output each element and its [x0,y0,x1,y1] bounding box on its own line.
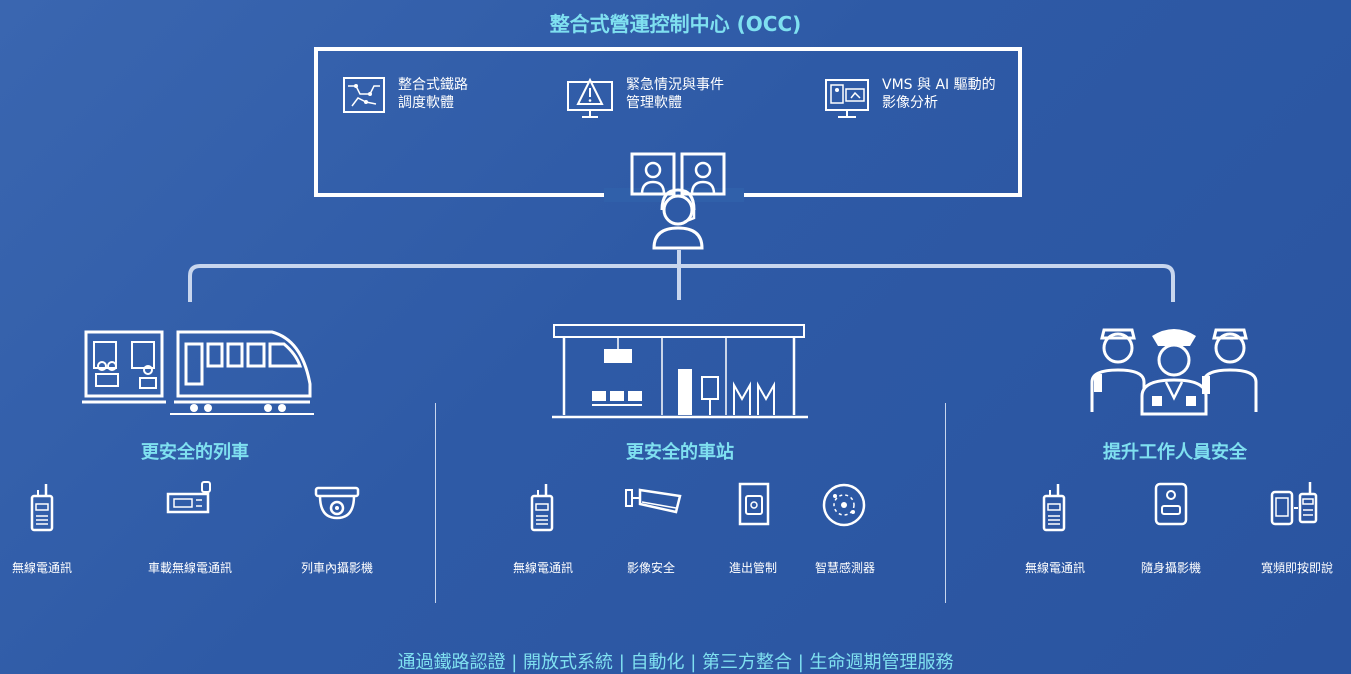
section-divider [435,403,436,603]
device-label: 列車內攝影機 [300,561,373,575]
device-label: 智慧感測器 [814,561,875,575]
device-label: 無線電通訊 [11,561,72,575]
occ-item-label-line1: 緊急情況與事件 [626,77,724,93]
device-label: 無線電通訊 [1024,561,1085,575]
bullet-camera-icon [625,488,682,514]
occ-item-emergency: 緊急情況與事件管理軟體 [566,76,724,120]
footer-feature-list: 通過鐵路認證 | 開放式系統 | 自動化 | 第三方整合 | 生命週期管理服務 [397,652,954,673]
access-control-icon [738,482,770,526]
emergency-alert-monitor-icon [567,77,613,118]
two-way-radio-icon [1042,484,1066,532]
device-label: 隨身攝影機 [1140,561,1201,575]
device-label: 影像安全 [626,561,675,575]
section-heading-staff: 提升工作人員安全 [1103,442,1247,463]
rail-dispatch-map-icon [343,77,385,113]
device-label: 進出管制 [728,561,777,575]
section-heading-stations: 更安全的車站 [626,442,734,463]
occ-item-rail-dispatch: 整合式鐵路調度軟體 [342,76,468,118]
occ-item-label-line1: 整合式鐵路 [398,77,468,93]
occ-item-label-line1: VMS 與 AI 驅動的 [882,77,996,93]
train-illustration [82,330,314,415]
section-divider [945,403,946,603]
body-camera-icon [1154,482,1188,526]
device-label: 無線電通訊 [512,561,573,575]
occ-item-label-line2: 管理軟體 [626,95,682,111]
page-title: 整合式營運控制中心 (OCC) [549,12,802,36]
mobile-radio-icon [166,481,211,514]
station-illustration [552,324,808,419]
two-way-radio-icon [30,484,54,532]
section-heading-trains: 更安全的列車 [141,442,249,463]
dome-camera-icon [314,486,360,520]
device-label: 寬頻即按即說 [1260,561,1333,575]
smart-sensor-icon [822,483,866,527]
broadband-ptt-icon [1270,482,1318,526]
device-label: 車載無線電通訊 [147,561,232,575]
operator-headset-icon [630,152,726,250]
occ-item-label-line2: 影像分析 [882,95,938,111]
occ-item-label-line2: 調度軟體 [398,95,454,111]
video-analytics-monitor-icon [825,79,869,118]
staff-illustration [1090,328,1258,416]
occ-item-video-analytics: VMS 與 AI 驅動的影像分析 [824,76,996,120]
two-way-radio-icon [530,484,554,532]
